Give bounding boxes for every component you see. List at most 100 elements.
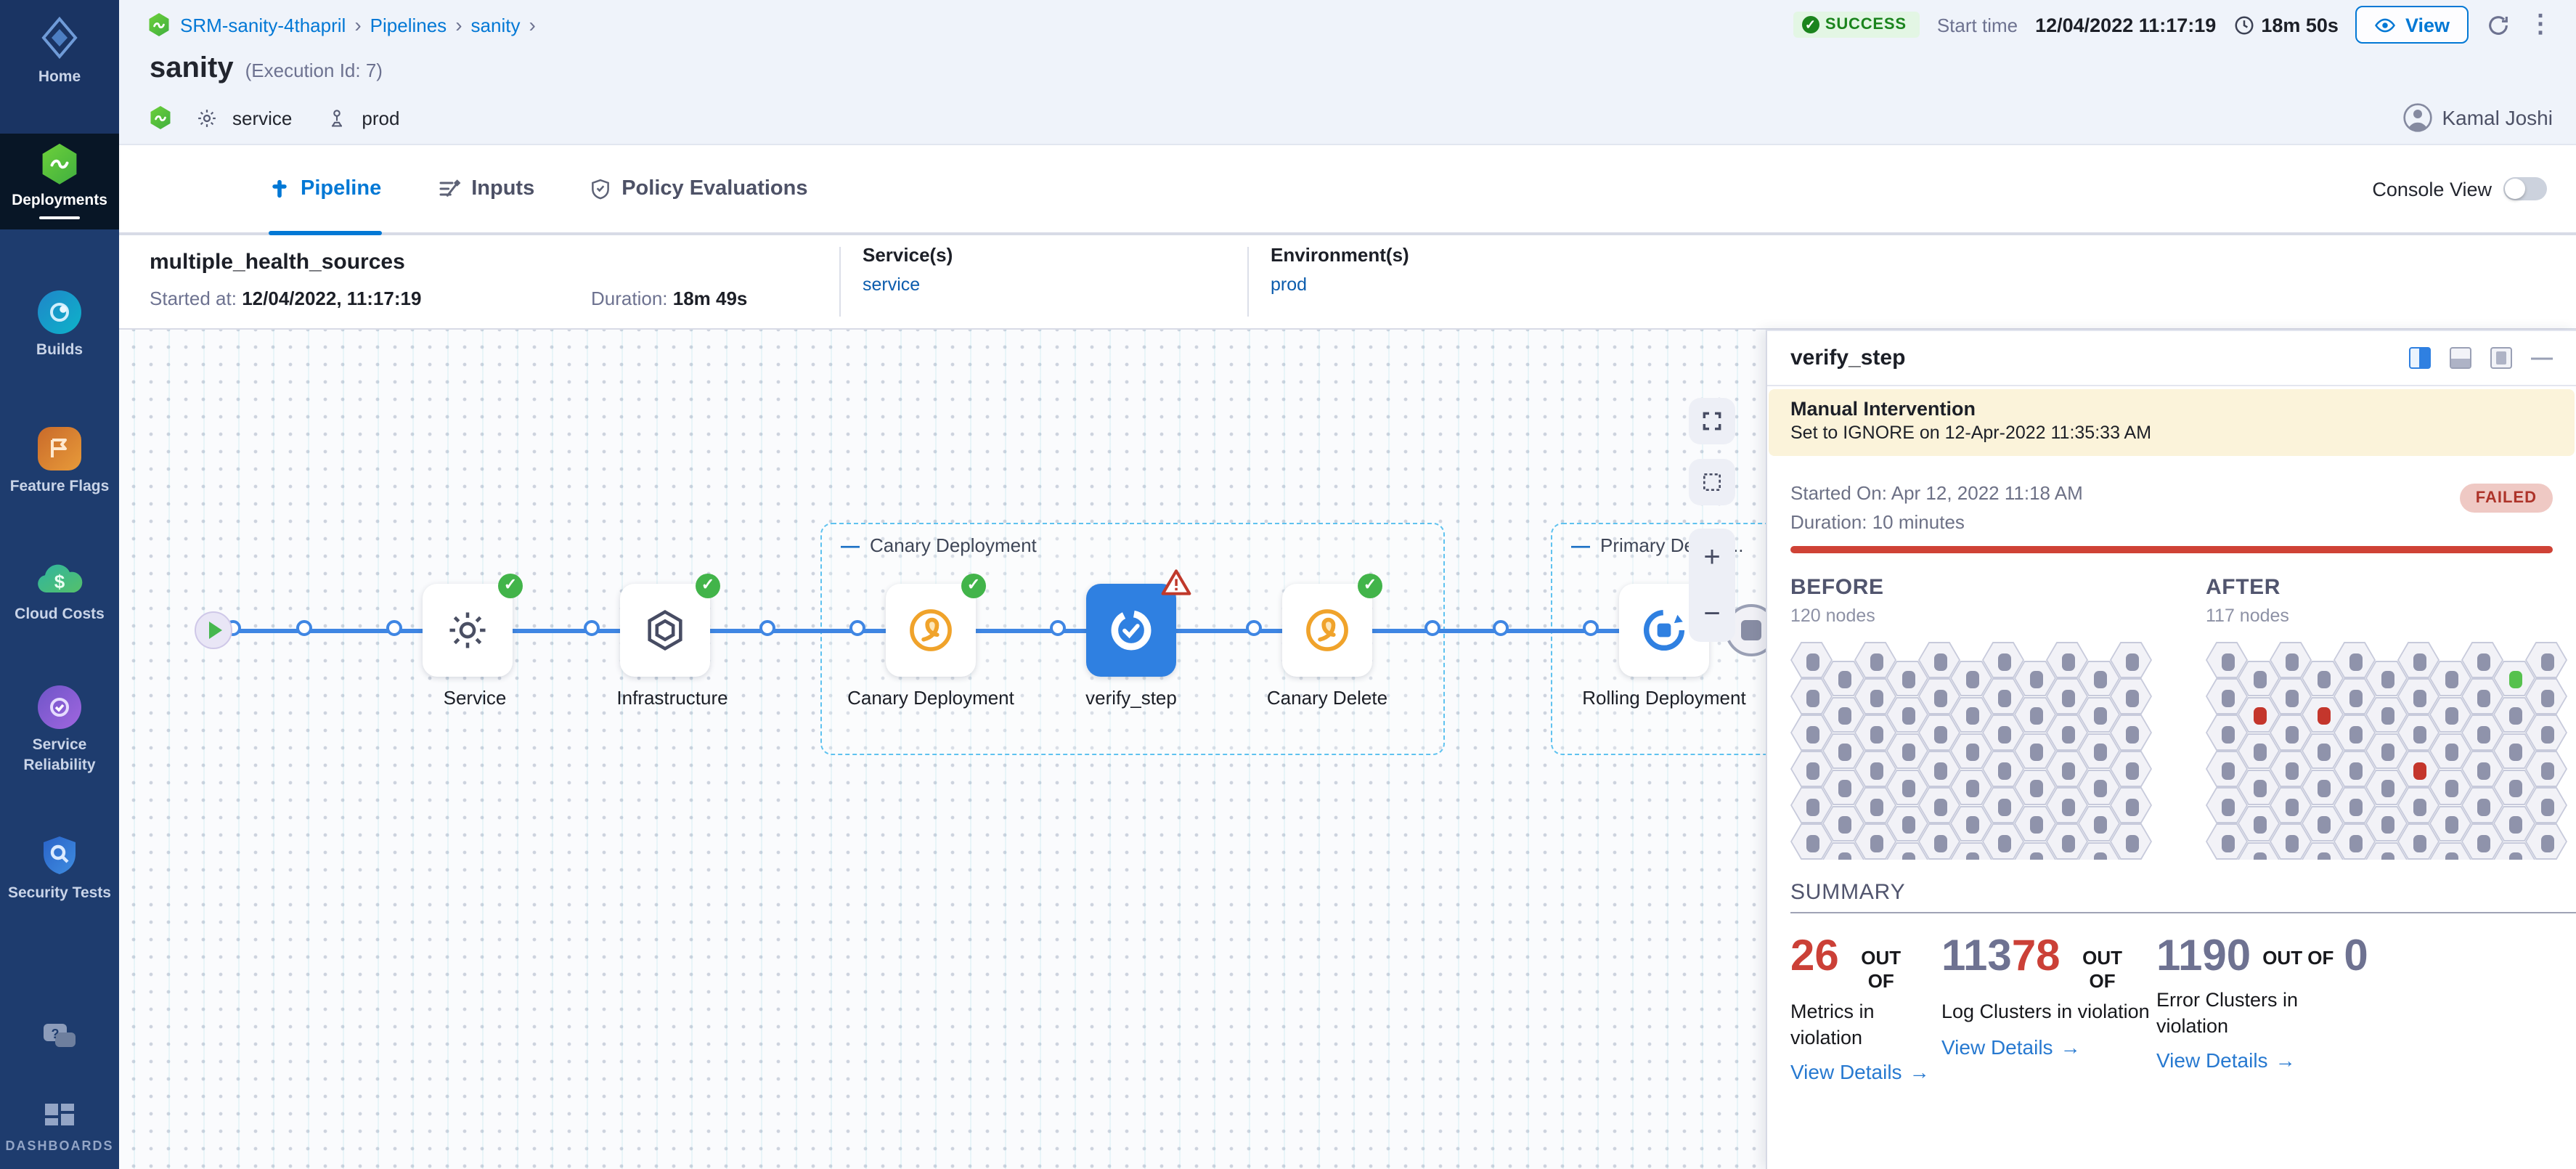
node-hex — [1790, 751, 1833, 787]
breadcrumb-pipeline-name[interactable]: sanity — [470, 14, 521, 36]
node-hex — [1822, 769, 1864, 805]
node-hex — [2206, 787, 2248, 823]
selection-mode-button[interactable] — [1689, 459, 1735, 505]
node-hex — [2397, 678, 2440, 714]
node-hex — [2110, 823, 2152, 860]
clock-icon — [2235, 15, 2254, 34]
node-hex — [2334, 642, 2376, 678]
cd-module-icon — [150, 106, 171, 129]
node-hex — [2493, 696, 2535, 733]
tab-inputs[interactable]: Inputs — [436, 145, 534, 232]
collapse-dash-icon[interactable]: — — [1571, 534, 1590, 556]
connector-dot — [583, 620, 599, 636]
node-verify-step[interactable] — [1086, 569, 1191, 677]
refresh-button[interactable] — [2486, 12, 2511, 37]
sidebar-item-feature-flags[interactable]: Feature Flags — [0, 427, 119, 497]
user-name: Kamal Joshi — [2442, 106, 2553, 129]
layout-split-right-button[interactable] — [2409, 347, 2431, 369]
node-hex — [2334, 751, 2376, 787]
node-hex — [2429, 769, 2471, 805]
help-chat-icon: ? — [44, 1023, 76, 1047]
sidebar-item-label: Feature Flags — [9, 478, 110, 496]
node-label: Canary Delete — [1266, 687, 1388, 709]
tab-policy-evaluations[interactable]: Policy Evaluations — [590, 145, 808, 232]
fit-to-screen-button[interactable] — [1689, 398, 1735, 444]
node-hex — [2334, 714, 2376, 751]
layout-floating-button[interactable] — [2490, 347, 2512, 369]
sidebar-item-cloud-costs[interactable]: $ Cloud Costs — [0, 561, 119, 625]
chevron-right-icon: › — [455, 13, 462, 36]
environment-chip[interactable]: prod — [362, 107, 400, 129]
breadcrumb-pipelines[interactable]: Pipelines — [370, 14, 447, 36]
log-clusters-stat: 113 78 OUT OF Log Clusters in violation … — [1941, 932, 2156, 1084]
sidebar-item-help[interactable]: ? — [0, 1021, 119, 1053]
connector-dot — [1492, 620, 1508, 636]
sidebar-item-home[interactable]: Home — [0, 0, 119, 134]
breadcrumb: SRM-sanity-4thapril › Pipelines › sanity… — [148, 0, 2553, 49]
sidebar-item-builds[interactable]: Builds — [0, 290, 119, 360]
divider — [839, 247, 841, 317]
environment-link[interactable]: prod — [1271, 274, 1308, 295]
sidebar-item-label: Security Tests — [7, 884, 111, 902]
node-hex — [1854, 787, 1896, 823]
sidebar-item-deployments[interactable]: Deployments — [0, 134, 119, 229]
node-hex — [2302, 769, 2344, 805]
breadcrumb-project[interactable]: SRM-sanity-4thapril — [180, 14, 346, 36]
node-hex — [2461, 714, 2503, 751]
zoom-in-button[interactable]: + — [1703, 541, 1721, 573]
view-button[interactable]: View — [2355, 6, 2469, 44]
layout-split-bottom-button[interactable] — [2450, 347, 2471, 369]
node-hex — [2461, 678, 2503, 714]
node-hex — [2365, 733, 2408, 769]
node-hex — [2429, 805, 2471, 842]
environment-icon — [332, 109, 343, 126]
svg-text:?: ? — [52, 1027, 60, 1041]
node-service[interactable]: ✓ — [423, 574, 523, 677]
zoom-out-button[interactable]: − — [1703, 598, 1721, 630]
node-canary-deployment[interactable]: ✓ — [886, 574, 986, 677]
sidebar-item-label: Cloud Costs — [15, 606, 105, 624]
kebab-menu-button[interactable]: ⋮ — [2528, 10, 2553, 38]
connector-dot — [849, 620, 865, 636]
node-hex — [2270, 714, 2312, 751]
node-hex — [2397, 714, 2440, 751]
sidebar-item-security-tests[interactable]: Security Tests — [0, 833, 119, 903]
view-details-link[interactable]: View Details→ — [1941, 1035, 2081, 1059]
node-hex — [2270, 678, 2312, 714]
node-hex — [2238, 805, 2280, 842]
metrics-stat: 26 OUT OF Metrics in violation View Deta… — [1790, 932, 1941, 1084]
node-hex — [2078, 769, 2120, 805]
connector-dot — [386, 620, 402, 636]
node-hex — [1790, 787, 1833, 823]
service-chip[interactable]: service — [232, 107, 293, 129]
node-hex — [1950, 696, 1992, 733]
node-hex — [1854, 751, 1896, 787]
node-hex — [2525, 642, 2567, 678]
node-hex — [1918, 642, 1960, 678]
collapse-dash-icon[interactable]: — — [841, 534, 860, 556]
divider — [1247, 247, 1249, 317]
node-hex — [1854, 823, 1896, 860]
node-hex — [2429, 733, 2471, 769]
stat-value: 0 — [2344, 932, 2368, 980]
node-canary-delete[interactable]: ✓ — [1282, 574, 1382, 677]
view-details-link[interactable]: View Details→ — [1790, 1060, 1930, 1084]
collapse-panel-button[interactable]: — — [2531, 346, 2553, 370]
service-link[interactable]: service — [863, 274, 921, 295]
node-hex — [1982, 678, 2024, 714]
sidebar-item-service-reliability[interactable]: Service Reliability — [0, 685, 119, 775]
stage-name[interactable]: multiple_health_sources — [150, 250, 405, 274]
node-hex — [2525, 714, 2567, 751]
cloud-costs-icon: $ — [35, 561, 84, 599]
node-infrastructure[interactable]: ✓ — [620, 574, 720, 677]
stat-value: 78 — [2011, 932, 2061, 980]
eye-icon — [2375, 17, 2396, 32]
sidebar-item-dashboards[interactable]: DASHBOARDS — [0, 1102, 119, 1155]
user-chip[interactable]: Kamal Joshi — [2402, 103, 2553, 132]
console-view-toggle[interactable] — [2503, 177, 2547, 200]
view-details-link[interactable]: View Details→ — [2156, 1048, 2296, 1072]
tab-pipeline[interactable]: Pipeline — [269, 145, 381, 235]
tab-bar: Pipeline Inputs Policy Evaluations Conso… — [119, 145, 2576, 235]
stage-info-row: multiple_health_sources Started at: 12/0… — [119, 235, 2576, 330]
pipeline-start-node[interactable] — [195, 611, 232, 649]
